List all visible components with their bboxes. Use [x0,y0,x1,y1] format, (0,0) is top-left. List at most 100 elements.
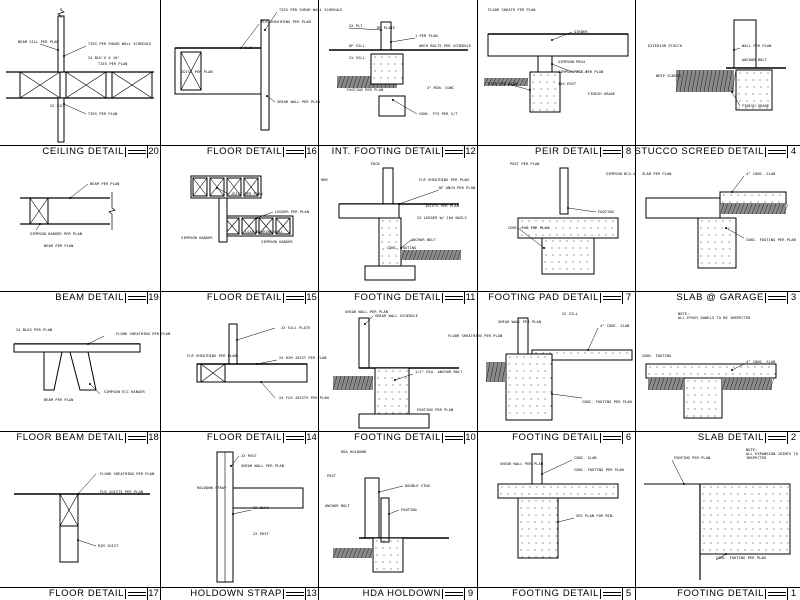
concrete-stipple [377,391,379,393]
earth-hatch-line [340,547,346,559]
concrete-stipple [377,377,379,379]
concrete-stipple [535,528,537,530]
concrete-stipple [744,507,746,509]
detail-number: 19 [147,292,159,304]
concrete-stipple [701,220,703,222]
concrete-stipple [780,500,782,502]
concrete-stipple [766,514,768,516]
concrete-stipple [708,408,710,410]
concrete-stipple [381,227,383,229]
concrete-stipple [381,255,383,257]
concrete-stipple [522,486,524,488]
concrete-stipple [779,194,781,196]
concrete-stipple [766,486,768,488]
concrete-stipple [556,352,558,354]
concrete-stipple [529,405,531,407]
leader-line [266,95,276,103]
concrete-stipple [701,408,703,410]
leader-dot [551,393,553,395]
concrete-stipple [397,540,399,542]
leader-line [733,47,741,51]
leader-dot [567,207,569,209]
concrete-stipple [587,240,589,242]
concrete-stipple [694,394,696,396]
earth-hatch-line [735,203,741,215]
concrete-stipple [586,261,588,263]
concrete-stipple [500,493,502,495]
earth-hatch [720,204,786,214]
concrete-stipple [707,227,709,229]
concrete-stipple [392,412,394,414]
break-line [108,192,116,230]
concrete-stipple [598,220,600,222]
leader-line [264,11,278,31]
detail-note: DF ANCH PER PLAN [439,186,476,190]
floor-blocking [232,487,304,509]
concrete-stipple [516,398,518,400]
concrete-stipple [716,549,718,551]
earth-hatch-line [771,203,777,215]
concrete-stipple [374,70,376,72]
concrete-stipple [649,366,651,368]
leader-dot [551,63,553,65]
concrete-stipple [773,528,775,530]
concrete-stipple [761,366,763,368]
concrete-stipple [553,95,555,97]
concrete-stipple [738,486,740,488]
concrete-stipple [516,370,518,372]
leader-dot [731,91,733,93]
leader-line [63,103,87,115]
leader-dot [266,95,268,97]
footing [505,353,553,421]
concrete-stipple [566,268,568,270]
concrete-stipple [529,486,531,488]
concrete-stipple [772,194,774,196]
leader-line [63,45,87,57]
concrete-stipple [605,493,607,495]
earth-hatch-line [759,203,765,215]
concrete-stipple [612,234,614,236]
concrete-stipple [745,500,747,502]
detail-drawing [6,8,154,143]
concrete-stipple [523,384,525,386]
concrete-stipple [722,201,724,203]
detail-note: SHEAR WALL SCHEDULE [375,314,419,318]
concrete-stipple [549,528,551,530]
concrete-stipple [729,248,731,250]
earth-hatch-line [779,203,785,215]
concrete-stipple [396,248,398,250]
concrete-stipple [687,408,689,410]
concrete-stipple [772,521,774,523]
earth-hatch-line [356,547,362,559]
concrete-stipple [563,220,565,222]
detail-note: RIM JOIST [98,544,119,548]
joist-0-x [192,177,208,197]
concrete-stipple [515,391,517,393]
concrete-stipple [537,384,539,386]
detail-note: ANCHOR BOLT [411,238,436,242]
concrete-stipple [730,507,732,509]
concrete-stipple [537,370,539,372]
concrete-stipple [731,528,733,530]
concrete-stipple [389,561,391,563]
floor-blocking-x [180,51,202,91]
concrete-stipple [540,102,542,104]
concrete-stipple [750,201,752,203]
earth-hatch-line [647,377,653,391]
detail-note: FOOTING PER PLAN [417,408,454,412]
concrete-stipple [542,493,544,495]
concrete-stipple [584,234,586,236]
concrete-stipple [551,247,553,249]
concrete-stipple [751,521,753,523]
detail-number: 5 [622,588,634,600]
concrete-stipple [700,227,702,229]
detail-title: SLAB @ GARAGE [676,292,764,303]
concrete-stipple [701,234,703,236]
detail-drawing [338,167,462,281]
concrete-stipple [546,109,548,111]
